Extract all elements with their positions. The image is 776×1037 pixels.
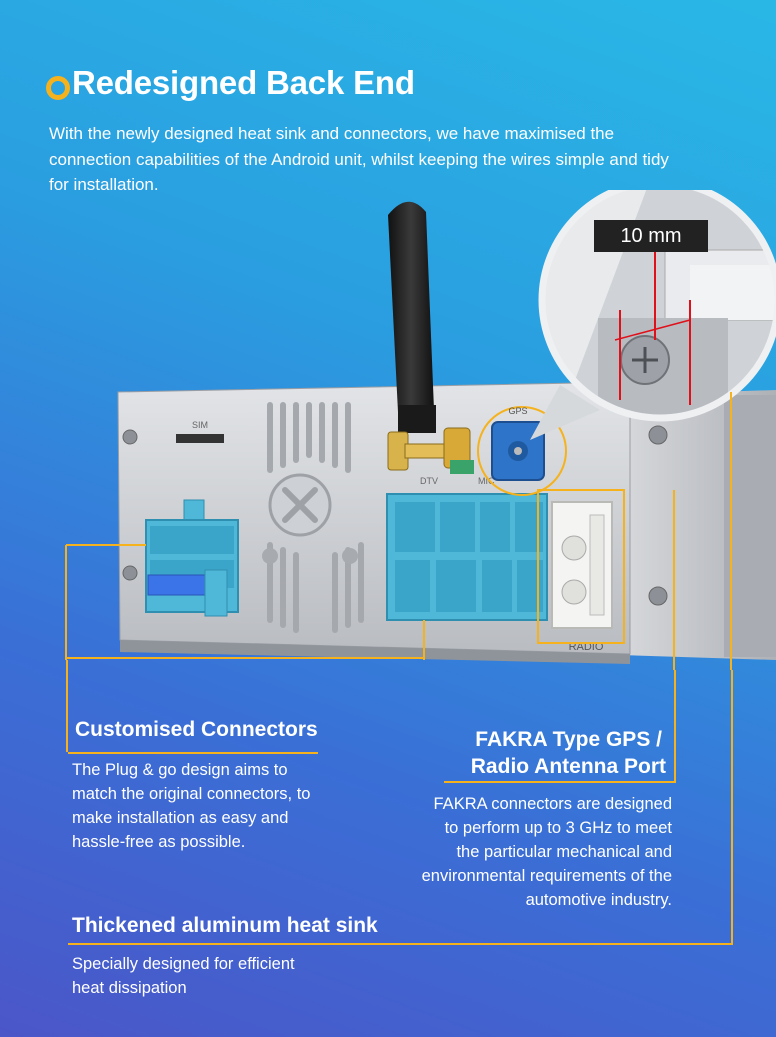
antenna-icon <box>388 201 436 433</box>
measurement-label: 10 mm <box>594 220 708 252</box>
callout-line-heatsink <box>731 670 733 945</box>
intro-text: With the newly designed heat sink and co… <box>49 124 669 194</box>
callout-underline-heatsink <box>68 943 733 945</box>
harness-connectors <box>386 493 548 621</box>
sim-slot <box>176 434 224 443</box>
radio-port <box>551 501 613 629</box>
chassis-side <box>620 390 776 660</box>
page-title: Redesigned Back End <box>72 64 415 101</box>
callout-line-fakra <box>674 670 676 782</box>
gps-label: GPS <box>508 406 527 416</box>
heatsink-title: Thickened aluminum heat sink <box>72 914 378 937</box>
callout-line-connectors <box>66 660 68 752</box>
mic-label: MIC <box>478 476 495 486</box>
fakra-text: FAKRA connectors are designed to perform… <box>421 795 672 909</box>
fakra-title-line2: Radio Antenna Port <box>470 755 666 778</box>
head-unit-back-illustration: SIM RADIO DTV MIC <box>65 190 776 670</box>
connectors-text: The Plug & go design aims to match the o… <box>72 761 311 851</box>
fakra-title-line1: FAKRA Type GPS / <box>475 728 662 751</box>
callout-underline-fakra <box>444 781 676 783</box>
heading-bullet-icon <box>46 76 70 100</box>
screw-icons <box>122 425 668 606</box>
heat-sink-fins <box>267 402 364 633</box>
gps-fakra-connector <box>477 406 567 496</box>
dtv-label: DTV <box>420 476 438 486</box>
dtv-connector <box>387 427 474 474</box>
connectors-title: Customised Connectors <box>75 718 318 741</box>
sim-label: SIM <box>192 420 208 430</box>
radio-highlight-box <box>537 489 625 644</box>
heatsink-text: Specially designed for efficient heat di… <box>72 955 295 997</box>
iso-connector <box>145 499 239 617</box>
callout-underline-connectors <box>68 752 318 754</box>
